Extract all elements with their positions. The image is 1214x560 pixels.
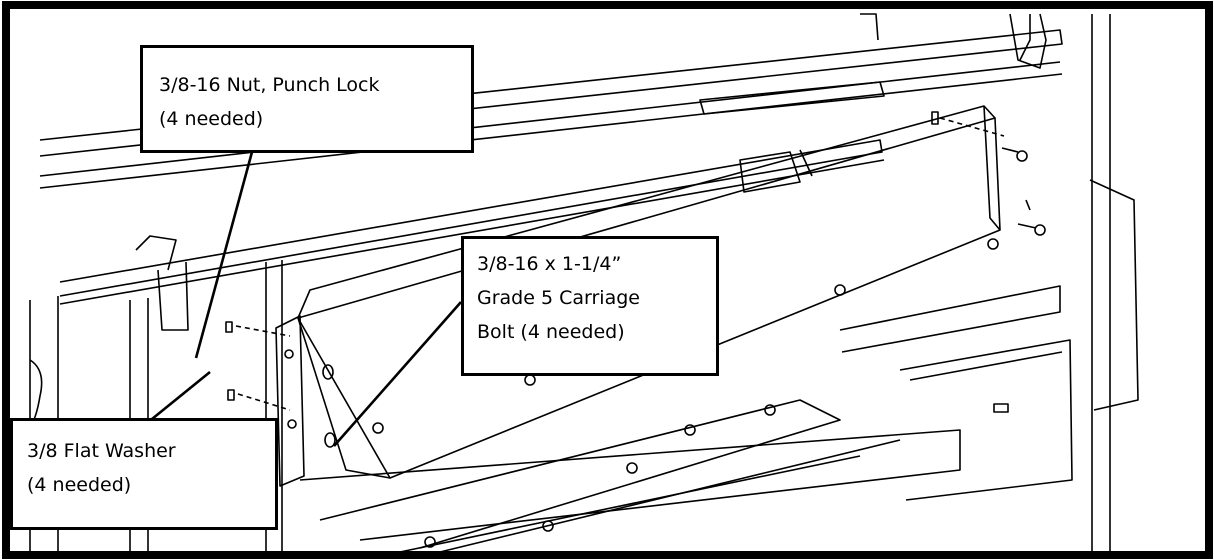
callout-nut-line1: 3/8-16 Nut, Punch Lock [159,74,380,96]
callout-nut-line2: (4 needed) [159,108,264,130]
callout-carriage-bolt: 3/8-16 x 1-1/4” Grade 5 Carriage Bolt (4… [461,236,719,376]
leader-bolt [333,301,462,447]
callout-washer-line2: (4 needed) [27,474,132,496]
leader-washer [151,370,211,421]
callout-washer-line1: 3/8 Flat Washer [27,440,176,462]
leader-nut [194,151,254,359]
callout-bolt-line2: Grade 5 Carriage [477,287,640,309]
callout-bolt-line3: Bolt (4 needed) [477,321,625,343]
callout-nut-punch-lock: 3/8-16 Nut, Punch Lock (4 needed) [140,45,474,153]
callout-flat-washer: 3/8 Flat Washer (4 needed) [10,418,278,530]
callout-leader-lines [151,151,462,447]
callout-bolt-line1: 3/8-16 x 1-1/4” [477,253,622,275]
